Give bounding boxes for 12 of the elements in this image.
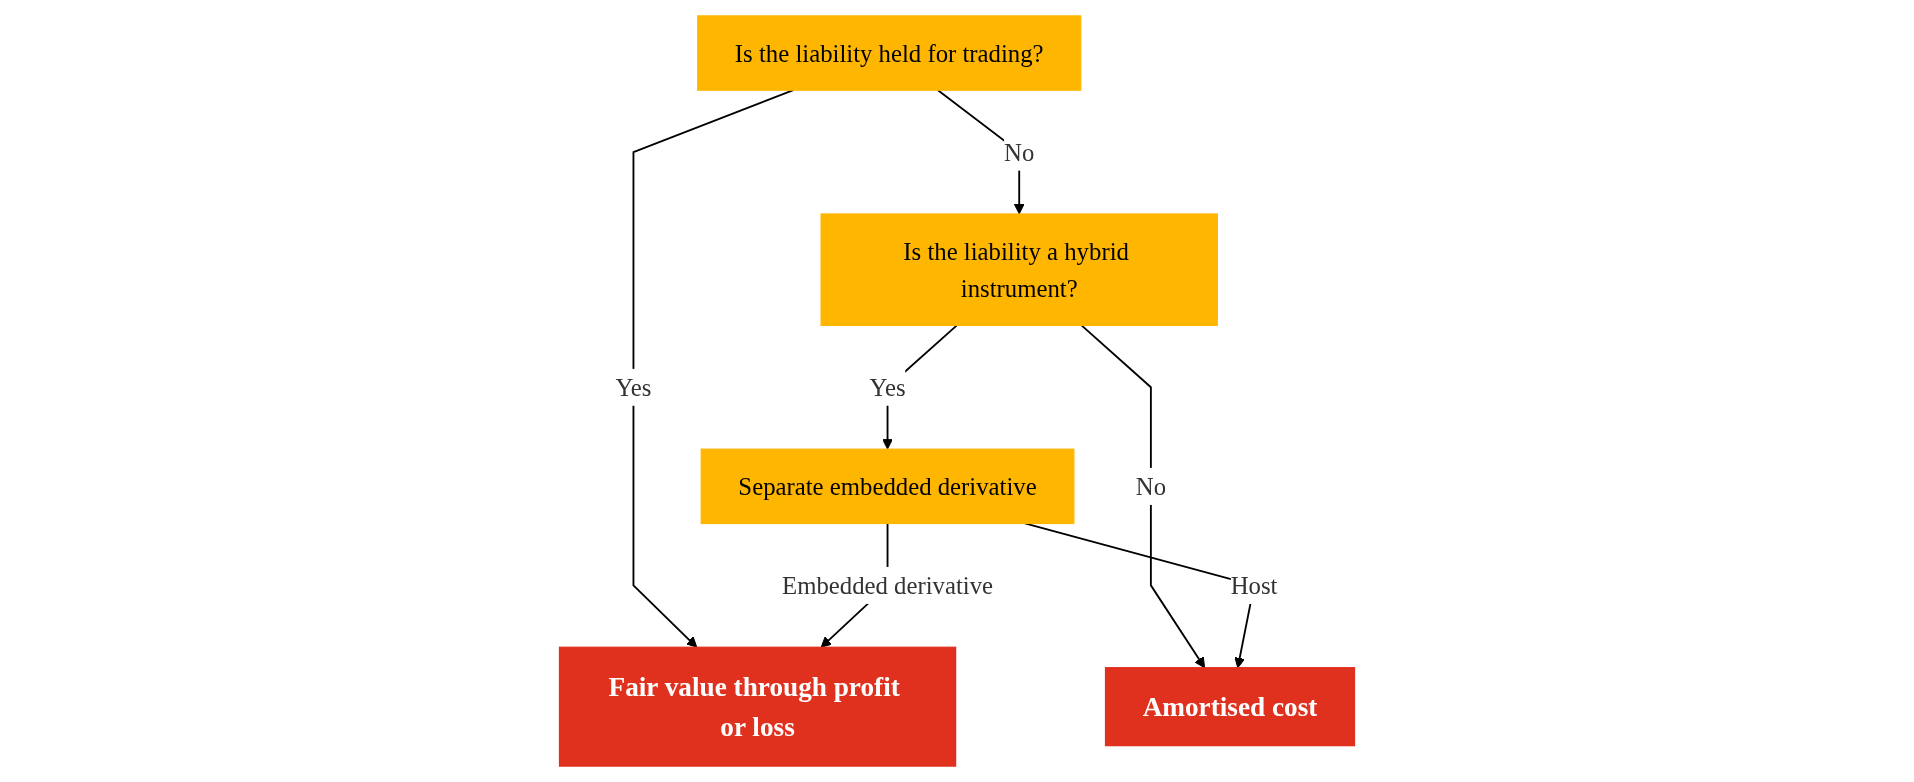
node-box: Amortised cost bbox=[1104, 667, 1356, 747]
arrow bbox=[1080, 324, 1206, 669]
node-box: Separate embedded derivative bbox=[700, 448, 1075, 525]
edge-label: No bbox=[1135, 472, 1167, 500]
edge-label: Yes bbox=[615, 373, 652, 401]
node-box: Is the liability a hybrid instrument? bbox=[820, 213, 1218, 326]
edge-label: Yes bbox=[869, 373, 906, 401]
edge-label: No bbox=[1004, 138, 1035, 166]
node-box: Is the liability held for trading? bbox=[697, 15, 1082, 91]
edge-label: Host bbox=[1230, 571, 1278, 599]
edge-label: Embedded derivative bbox=[782, 571, 994, 599]
node-box: Fair value through profit or loss bbox=[558, 646, 957, 767]
